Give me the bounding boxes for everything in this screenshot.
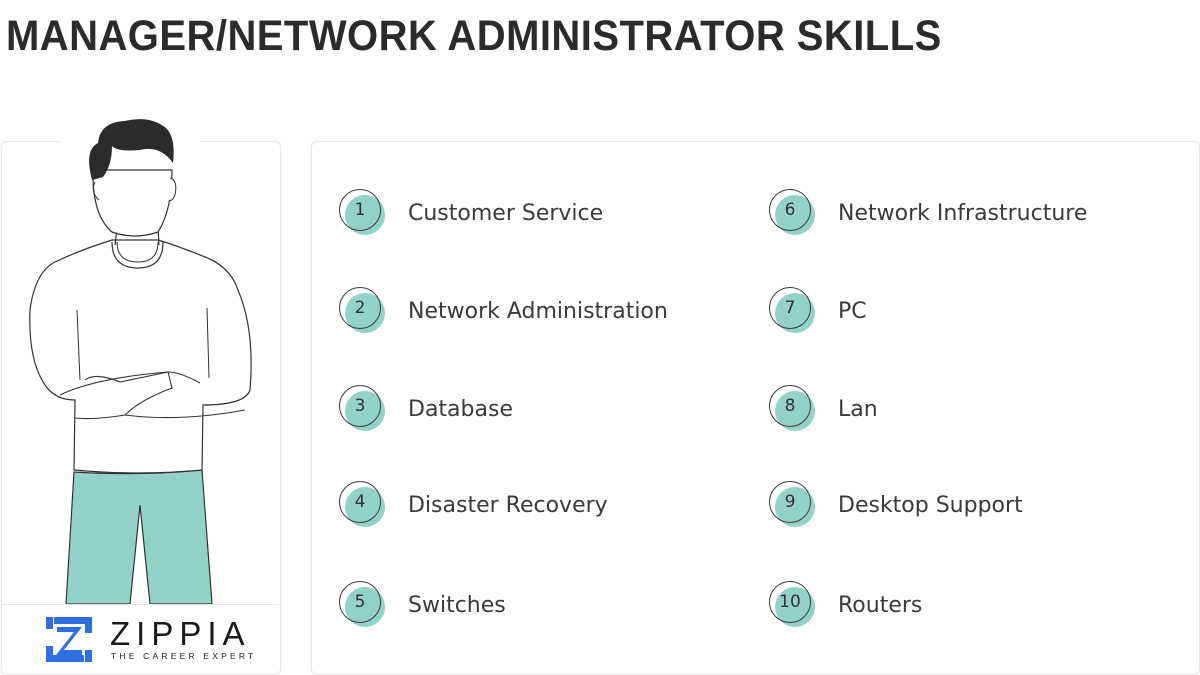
number-badge: 2 [339, 287, 387, 335]
number-badge: 5 [339, 581, 387, 629]
skill-label: Network Infrastructure [838, 200, 1088, 226]
number-badge: 1 [339, 189, 387, 237]
skill-label: Network Administration [408, 298, 668, 324]
skill-label: Customer Service [408, 200, 604, 226]
skill-label: Switches [408, 592, 506, 618]
person-illustration [29, 119, 252, 604]
skill-label: Routers [838, 592, 923, 618]
skill-item: 7 PC [769, 287, 867, 335]
skill-label: Disaster Recovery [408, 492, 608, 518]
skill-item: 6 Network Infrastructure [769, 189, 1087, 237]
skill-label: Database [408, 396, 513, 422]
page-title: MANAGER/NETWORK ADMINISTRATOR SKILLS [6, 12, 942, 60]
brand-tagline: THE CAREER EXPERT [111, 651, 257, 661]
skills-panel [311, 141, 1200, 675]
skill-item: 8 Lan [769, 385, 878, 433]
skill-item: 1 Customer Service [339, 189, 603, 237]
skill-label: PC [838, 298, 867, 324]
number-badge: 8 [769, 385, 817, 433]
skill-label: Desktop Support [838, 492, 1023, 518]
number-badge: 9 [769, 481, 817, 529]
brand-name: ZIPPIA [110, 615, 251, 652]
skill-item: 5 Switches [339, 581, 506, 629]
number-badge: 3 [339, 385, 387, 433]
number-badge: 10 [769, 581, 817, 629]
skill-item: 4 Disaster Recovery [339, 481, 608, 529]
zippia-logo-icon [46, 617, 92, 662]
number-badge: 7 [769, 287, 817, 335]
skill-label: Lan [838, 396, 878, 422]
skill-item: 3 Database [339, 385, 513, 433]
skill-item: 9 Desktop Support [769, 481, 1023, 529]
skill-item: 2 Network Administration [339, 287, 668, 335]
number-badge: 6 [769, 189, 817, 237]
number-badge: 4 [339, 481, 387, 529]
skill-item: 10 Routers [769, 581, 922, 629]
logo-footer [1, 604, 279, 674]
